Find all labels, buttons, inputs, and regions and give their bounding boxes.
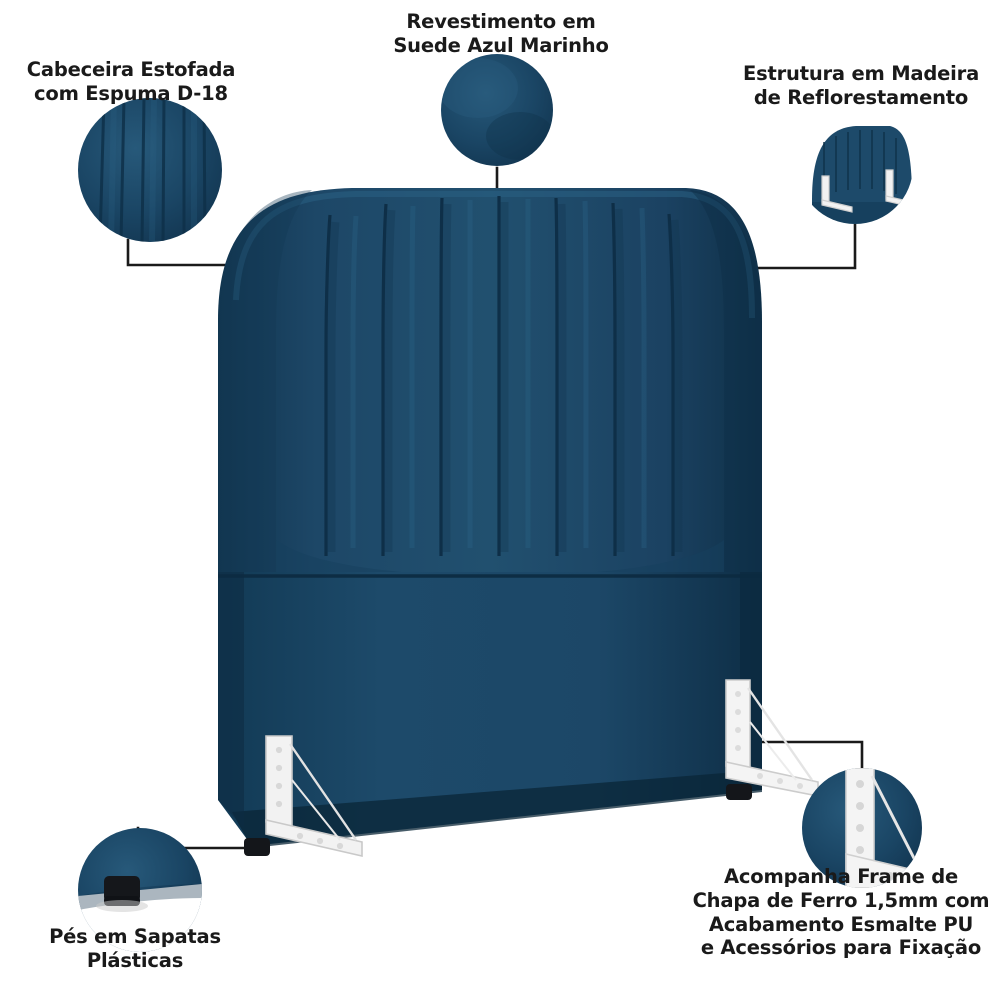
headboard-feet: [244, 784, 752, 856]
headboard-top-highlight: [233, 191, 755, 319]
leader-line-iron-frame: [740, 740, 864, 770]
headboard-flute-highlights: [350, 199, 647, 548]
leader-line-headboard: [126, 238, 270, 267]
callout-label-frame-wood: Estrutura em Madeira de Reflorestamento: [742, 62, 980, 109]
headboard-base-left-edge: [218, 572, 244, 828]
headboard-flute-shadows: [324, 202, 683, 552]
callout-label-upholstery: Revestimento em Suede Azul Marinho: [393, 10, 609, 57]
product-headboard-illustration: [218, 188, 819, 858]
foot-left: [244, 838, 270, 856]
callout-label-feet: Pés em Sapatas Plásticas: [49, 925, 221, 972]
headboard-left-bolster: [218, 190, 312, 578]
headboard-flute-seams: [324, 196, 675, 556]
upholstery-detail-bubble: [441, 54, 553, 166]
foot-right: [726, 784, 752, 800]
feet-detail-bubble: [78, 828, 202, 952]
headboard-base-bottom-shadow: [232, 770, 762, 848]
leader-line-frame-wood: [738, 222, 857, 270]
metal-bracket-right: [725, 679, 819, 797]
wood-structure-detail-bubble: [797, 108, 913, 224]
callout-label-iron-frame: Acompanha Frame de Chapa de Ferro 1,5mm …: [692, 865, 990, 960]
headboard-right-bolster: [690, 190, 762, 578]
headboard-top-shell: [218, 188, 762, 578]
metal-bracket-left: [265, 735, 363, 858]
iron-frame-detail-bubble: [802, 768, 922, 888]
callout-label-headboard: Cabeceira Estofada com Espuma D-18: [26, 58, 236, 105]
headboard-detail-bubble: [78, 98, 222, 242]
headboard-base-panel: [218, 572, 762, 846]
